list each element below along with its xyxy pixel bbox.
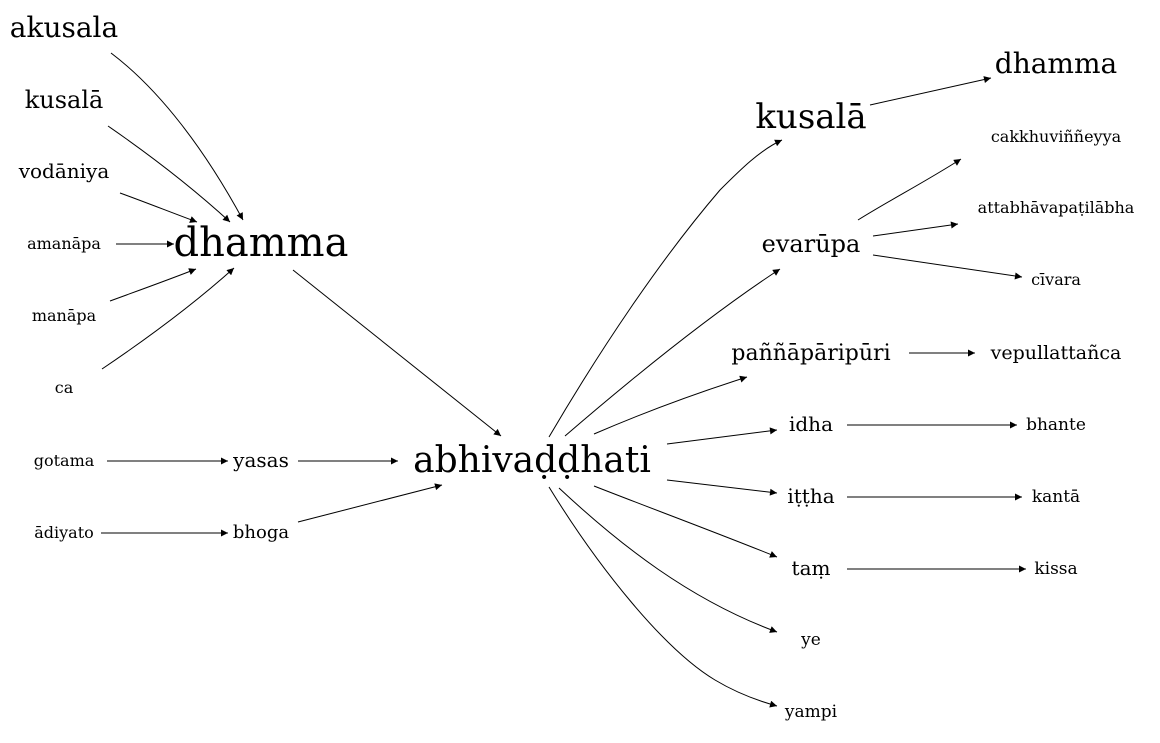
node-yasas: yasas <box>232 448 289 472</box>
node-adiyato: ādiyato <box>34 523 94 542</box>
edge-abhivaddhati-ittha <box>666 479 778 496</box>
node-bhante: bhante <box>1026 415 1086 435</box>
node-ca: ca <box>55 378 74 397</box>
node-akusala: akusala <box>10 11 118 44</box>
node-kanta: kantā <box>1032 487 1080 507</box>
node-bhoga: bhoga <box>233 522 289 543</box>
node-abhivaddhati: abhivaḍḍhati <box>413 440 651 481</box>
edge-bhoga-abhivaddhati <box>297 483 443 523</box>
edge-manapa-dhamma <box>109 268 197 302</box>
node-idha: idha <box>789 412 833 436</box>
node-manapa: manāpa <box>32 306 97 325</box>
edge-abhivaddhati-kusala <box>548 139 783 438</box>
edge-ca-dhamma <box>101 267 235 370</box>
node-gotama: gotama <box>34 451 95 470</box>
node-evarupa: evarūpa <box>762 230 861 258</box>
edge-kusala-dhamma-right <box>869 76 992 106</box>
node-cakkhuvinneyya: cakkhuviññeyya <box>991 127 1122 146</box>
node-vodaniya: vodāniya <box>18 159 110 183</box>
edge-abhivaddhati-evarupa <box>564 268 781 437</box>
edges <box>101 52 1026 708</box>
edge-abhivaddhati-panna <box>593 375 748 435</box>
node-dhamma-right: dhamma <box>995 47 1117 80</box>
node-tam: taṃ <box>792 556 831 580</box>
edge-evarupa-cakkhu <box>857 158 962 221</box>
node-kissa: kissa <box>1034 559 1077 579</box>
node-dhamma-left: dhamma <box>174 220 349 266</box>
edge-evarupa-atta <box>872 221 959 237</box>
node-kusala-left: kusalā <box>25 86 104 114</box>
node-attabhavapatilabha: attabhāvapaṭilābha <box>978 198 1135 217</box>
edge-akusala-dhamma <box>110 52 244 221</box>
edge-evarupa-civara <box>872 254 1023 280</box>
edge-kusala-dhamma <box>107 125 231 223</box>
node-pannaparipuri: paññāpāripūri <box>731 341 890 366</box>
nodes: akusala kusalā vodāniya amanāpa manāpa c… <box>10 11 1135 722</box>
edge-abhivaddhati-tam <box>593 485 778 558</box>
node-kusala-right: kusalā <box>755 97 866 137</box>
edge-abhivaddhati-ye <box>558 487 778 633</box>
node-vepullattanca: vepullattañca <box>990 342 1122 364</box>
node-civara: cīvara <box>1031 270 1081 289</box>
edge-vodaniya-dhamma <box>119 192 198 223</box>
edge-abhivaddhati-yampi <box>548 486 778 708</box>
node-ittha: iṭṭha <box>787 484 834 508</box>
node-ye: ye <box>800 630 821 650</box>
edge-dhamma-abhivaddhati <box>292 269 502 437</box>
node-amanapa: amanāpa <box>27 234 101 253</box>
edge-abhivaddhati-idha <box>666 427 778 445</box>
node-yampi: yampi <box>784 702 838 722</box>
